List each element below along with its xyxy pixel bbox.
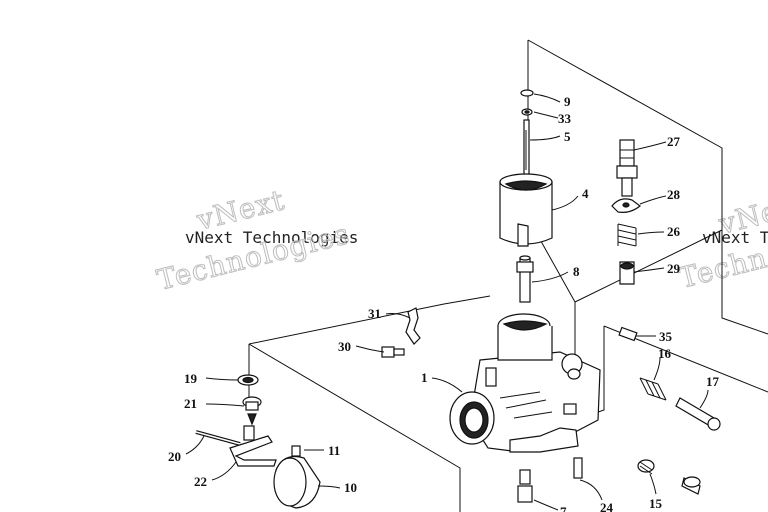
part-washer-19	[237, 374, 259, 386]
part-pilot-screw-27	[616, 139, 638, 197]
callout-1: 1	[421, 370, 428, 385]
watermark-caption: vNext Technologies	[185, 228, 358, 247]
part-jet-7	[517, 469, 533, 503]
callout-33: 33	[558, 111, 572, 126]
callout-27: 27	[667, 134, 681, 149]
callout-22: 22	[194, 474, 207, 489]
callout-31: 31	[368, 306, 381, 321]
explode-frame-lines	[248, 39, 768, 512]
callout-11: 11	[328, 443, 340, 458]
part-gasket-28	[611, 198, 641, 213]
part-clip-9	[520, 89, 534, 97]
part-screw-30	[381, 346, 405, 358]
callout-35: 35	[659, 329, 673, 344]
part-washer-33	[521, 108, 533, 116]
part-needle-jet-8	[516, 255, 534, 303]
part-screw-15b	[681, 476, 701, 495]
callout-26: 26	[667, 224, 681, 239]
part-jet-needle-5	[523, 119, 530, 176]
part-float-pin-20	[195, 430, 241, 446]
callout-15: 15	[649, 496, 663, 511]
part-spring-15	[637, 459, 655, 475]
part-jet-35	[618, 326, 638, 342]
callout-29: 29	[667, 261, 681, 276]
callout-10: 10	[344, 480, 357, 495]
callout-7: 7	[560, 504, 567, 512]
callout-5: 5	[564, 129, 571, 144]
part-spring-26	[617, 223, 637, 247]
part-carburetor-body-1	[449, 313, 601, 453]
callout-4: 4	[582, 186, 589, 201]
callout-17: 17	[706, 374, 720, 389]
part-throttle-valve-4	[499, 173, 553, 247]
part-plunger-29	[619, 261, 635, 285]
callout-9: 9	[564, 94, 571, 109]
part-float-bowl-pin-11	[291, 445, 301, 457]
callout-28: 28	[667, 187, 681, 202]
part-spring-16	[639, 377, 667, 401]
part-float-arm-22	[229, 425, 277, 467]
part-idle-screw-17	[675, 397, 721, 431]
part-screw-24	[573, 457, 583, 479]
part-lever-31	[405, 307, 421, 345]
callout-21: 21	[184, 396, 197, 411]
leader-lines	[185, 93, 709, 511]
callout-19: 19	[184, 371, 198, 386]
watermark-left: vNext vNext Technologies Technologies	[153, 183, 358, 298]
callout-8: 8	[573, 264, 580, 279]
callout-16: 16	[658, 346, 672, 361]
callout-labels: 9 33 5 27 4 28 26 29 8 31 30 35 16 17 1 …	[168, 94, 720, 512]
callout-30: 30	[338, 339, 351, 354]
callout-24: 24	[600, 500, 614, 512]
callout-20: 20	[168, 449, 181, 464]
part-float-10	[273, 455, 321, 509]
part-valve-seat-21	[242, 396, 262, 426]
watermark-caption-right: vNext Tec	[702, 228, 768, 247]
